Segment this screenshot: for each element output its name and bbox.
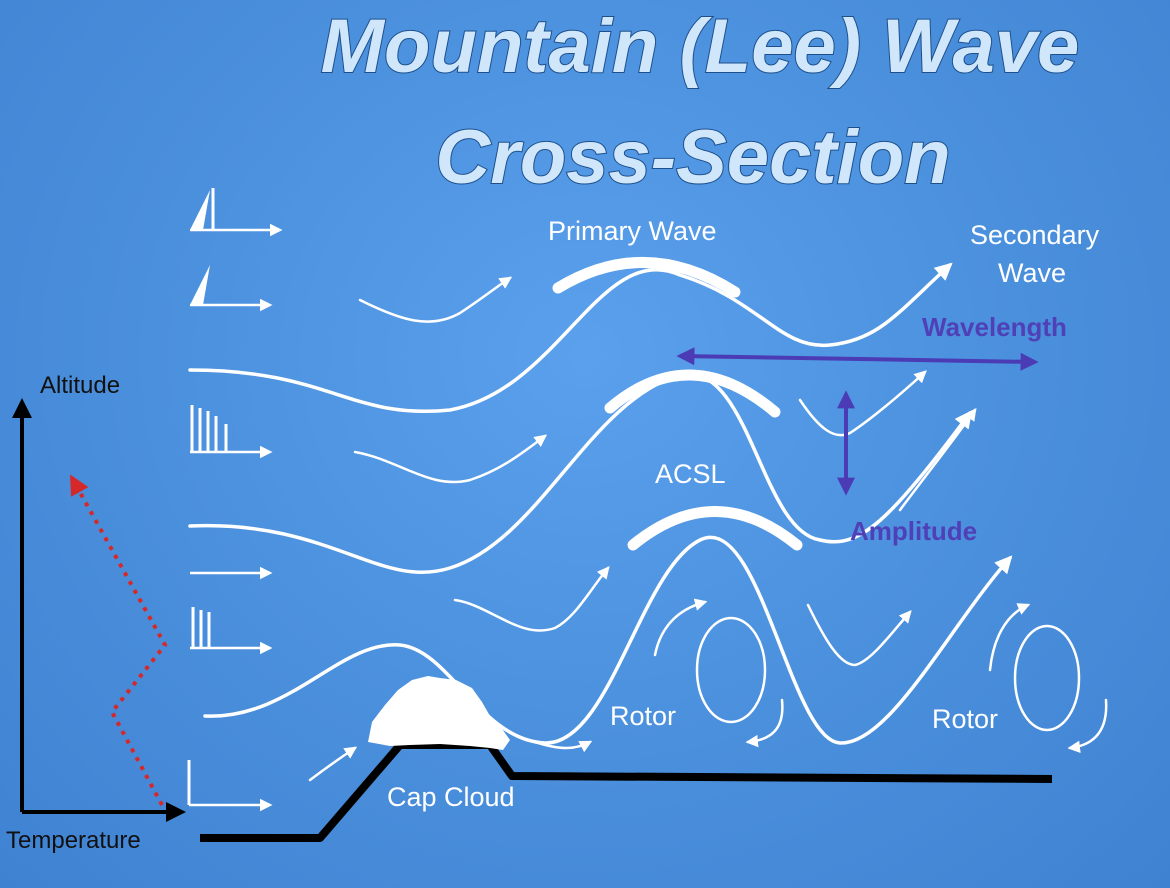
flow-arrow-upper-short [358,276,513,323]
lenticular-cloud-primary [552,256,741,298]
terrain-profile [200,741,1053,842]
title-line-2: Cross-Section [435,115,950,200]
rotor-left-circle [695,616,767,724]
flow-arrow-secondary-2 [898,407,977,512]
flow-arrow-trough [806,603,912,667]
flow-line-lower [203,535,1013,745]
rotor-left-upflow [653,598,708,657]
wind-barb-1 [190,188,283,237]
altitude-label: Altitude [40,372,120,399]
rotor-right-upflow [988,603,1031,672]
rotor-right-label: Rotor [932,704,998,734]
lenticular-cloud-lower [627,506,803,551]
title-line-1: Mountain (Lee) Wave [321,4,1080,89]
wavelength-label: Wavelength [922,312,1067,342]
wind-barb-5 [190,607,273,655]
wind-barb-6 [187,760,273,812]
temperature-profile [70,474,168,806]
rotor-left-downflow [745,698,784,748]
cap-cloud-label: Cap Cloud [387,782,515,812]
secondary-wave-label-2: Wave [998,258,1066,288]
flow-arrow-windward [308,746,358,782]
temperature-label: Temperature [6,827,141,854]
lenticular-cloud-middle [604,369,781,418]
rotor-left-label: Rotor [610,701,676,731]
flow-line-upper [188,262,953,414]
cap-cloud-shape [368,676,510,750]
flow-arrow-secondary [798,370,927,437]
wavelength-arrow [676,347,1039,371]
primary-wave-label: Primary Wave [548,216,717,246]
rotor-right-circle [1013,624,1081,732]
amplitude-label: Amplitude [850,516,977,546]
rotor-right-downflow [1067,698,1108,754]
acsl-label: ACSL [655,459,726,489]
wind-barb-2 [190,265,273,312]
flow-arrow-mid-short [353,434,547,484]
flow-arrow-lee [533,740,593,753]
wind-barb-3 [190,405,273,459]
secondary-wave-label-1: Secondary [970,220,1100,250]
flow-arrow-low-short [453,566,610,632]
